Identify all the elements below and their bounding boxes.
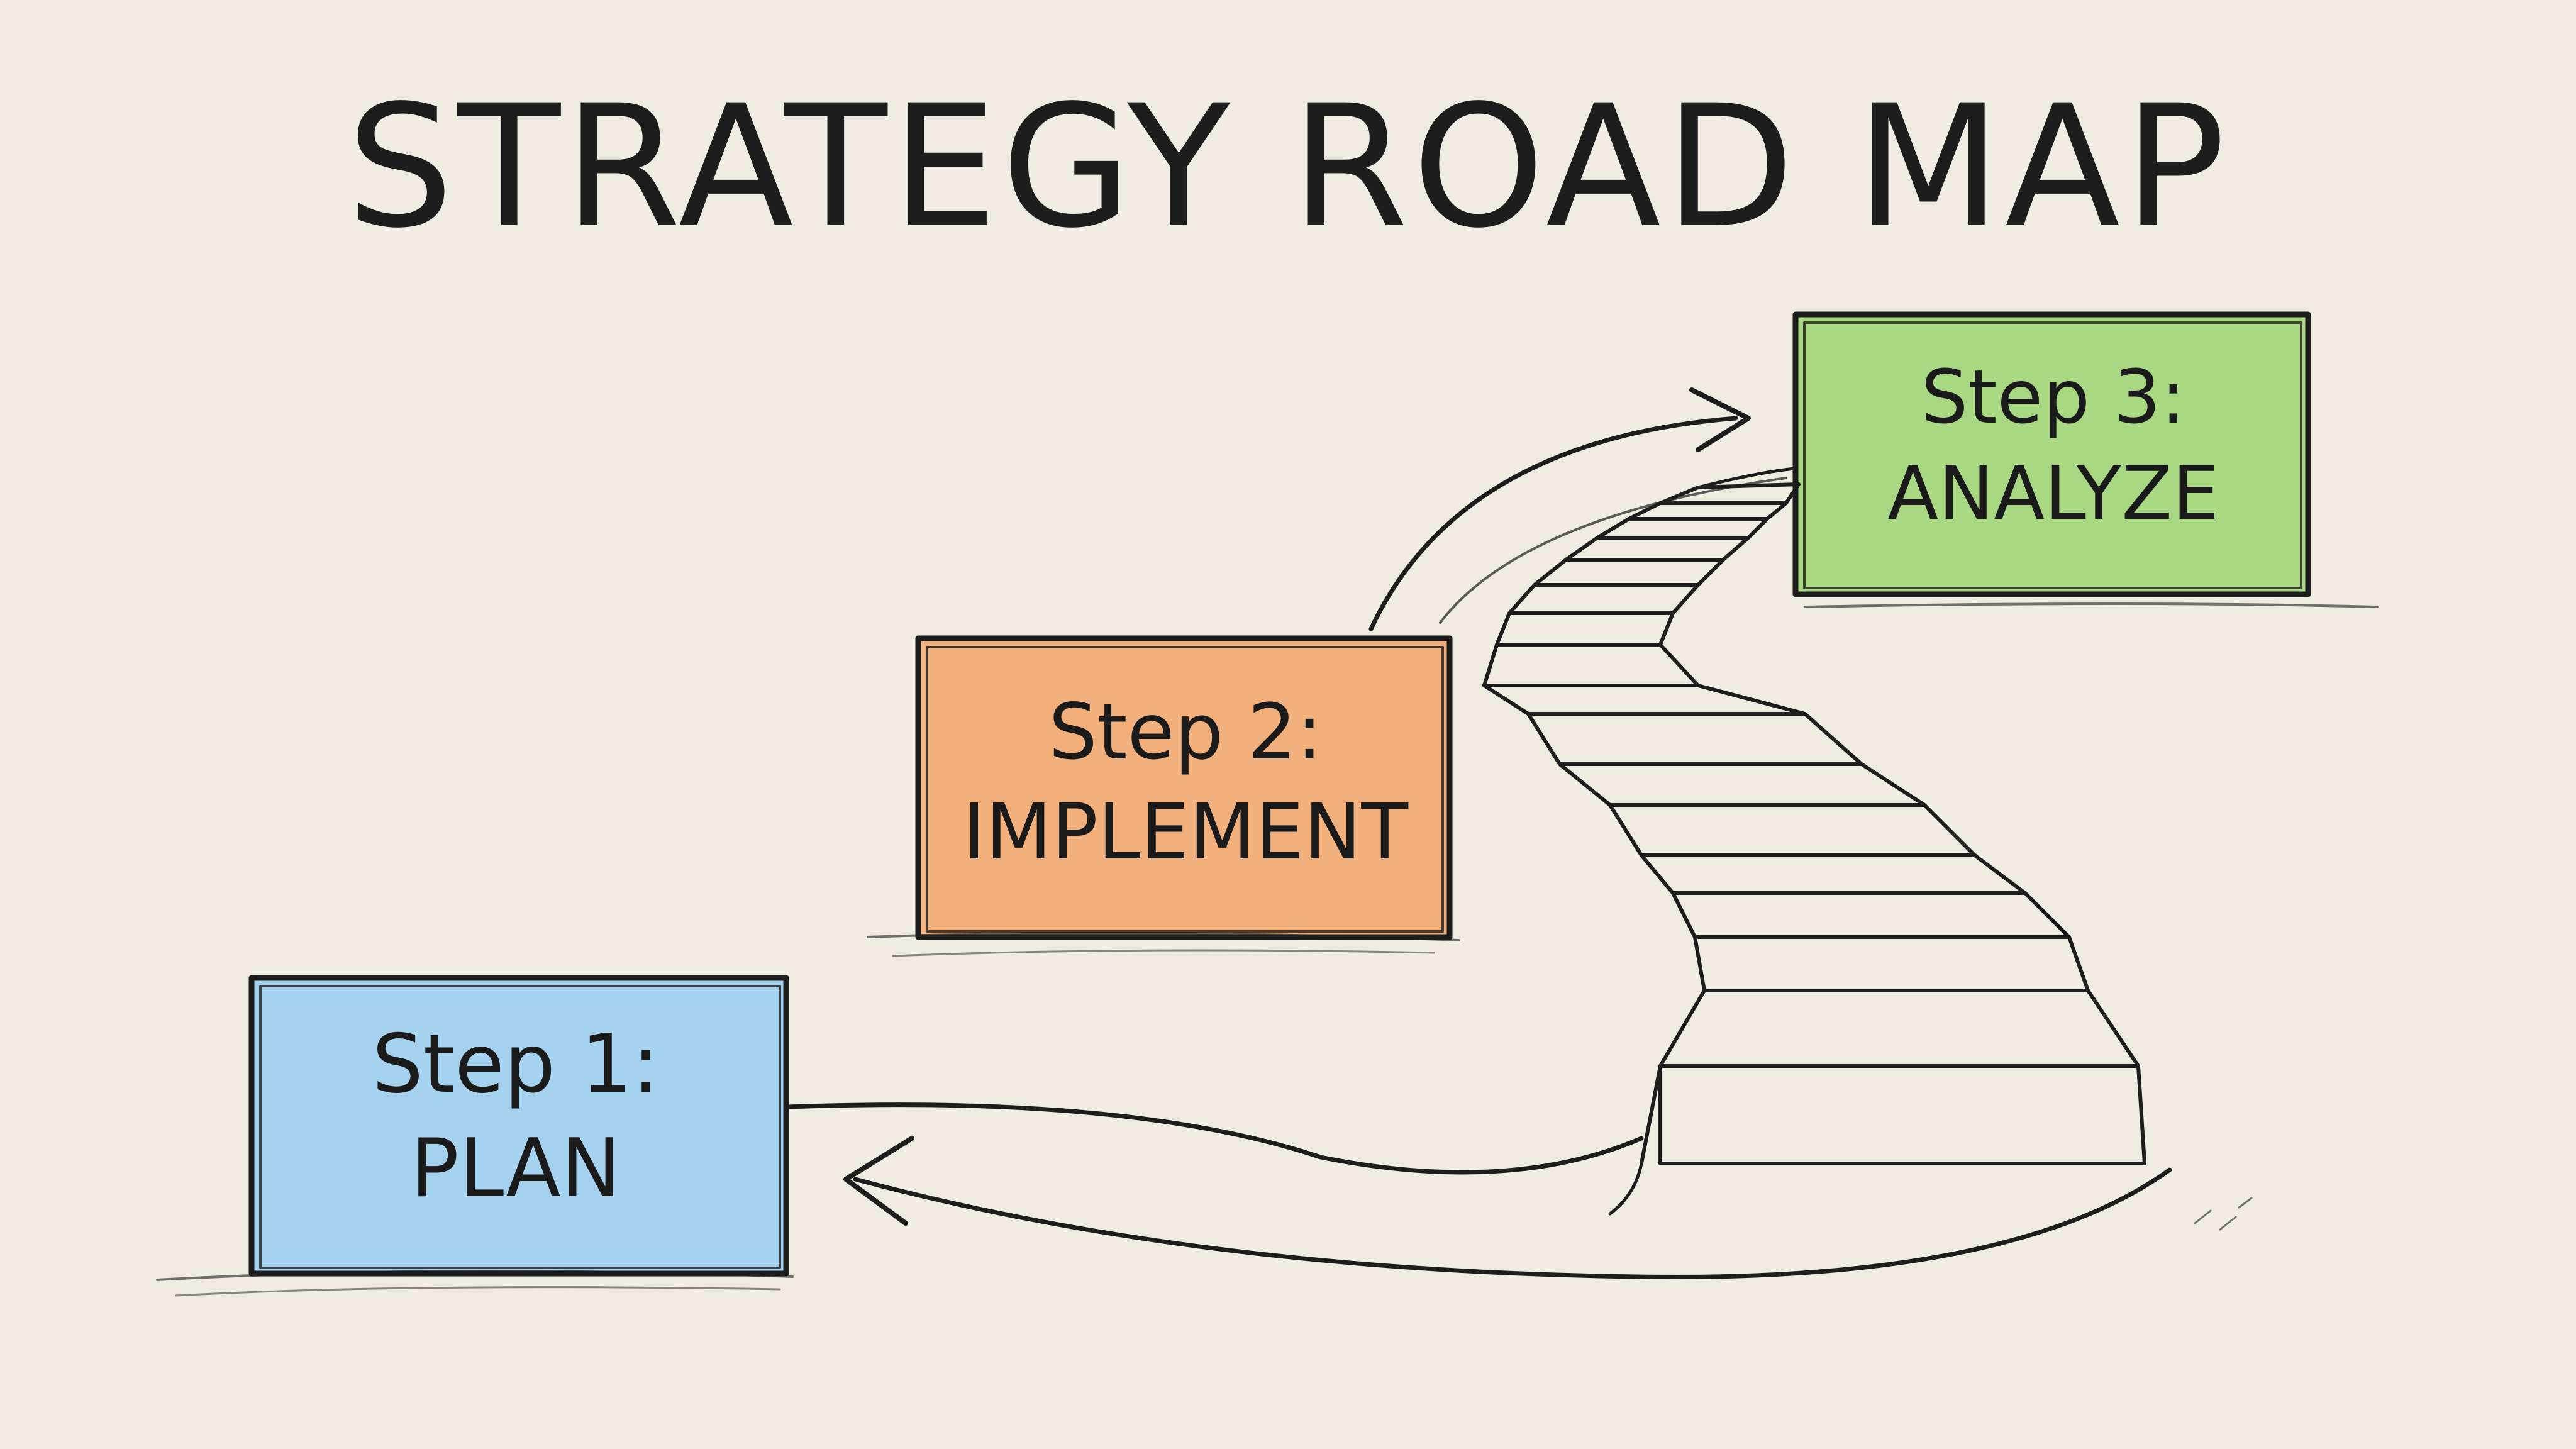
stair-step <box>1693 935 2090 992</box>
step-label-plan: Step 1: PLAN <box>255 1013 777 1222</box>
step-name: IMPLEMENT <box>963 787 1408 877</box>
step-label-analyze: Step 3: ANALYZE <box>1796 349 2311 542</box>
step-box-analyze <box>1792 311 2379 608</box>
step-name: PLAN <box>410 1122 621 1216</box>
staircase <box>1439 467 2146 1216</box>
step-label-implement: Step 2: IMPLEMENT <box>918 682 1453 882</box>
step-name: ANALYZE <box>1887 450 2219 537</box>
stair-step <box>1658 482 1801 505</box>
stair-step <box>1671 891 2071 939</box>
arrow-step2-to-step3 <box>1368 416 1738 631</box>
step-box-implement-outline <box>915 635 1453 940</box>
stair-step <box>1596 517 1769 540</box>
step-box-implement <box>867 635 1460 957</box>
step-box-plan <box>156 975 794 1297</box>
step-box-implement-fill <box>918 638 1450 937</box>
path-step1-to-stairs <box>787 1102 1644 1175</box>
stair-step <box>1495 611 1675 647</box>
stair-step <box>1608 803 1977 857</box>
return-arrow-to-step1 <box>853 1167 2172 1279</box>
page-title: STRATEGY ROAD MAP <box>347 69 2229 265</box>
stair-step <box>1482 643 1700 687</box>
stair-step <box>1507 583 1700 615</box>
stair-step <box>1627 501 1788 521</box>
stair-step <box>1658 1064 2146 1165</box>
step-box-plan-outline <box>248 975 789 1277</box>
stair-step <box>1658 989 2140 1068</box>
stair-step <box>1564 536 1750 562</box>
step-box-analyze-outline <box>1792 311 2311 597</box>
step-number: Step 1: <box>372 1018 660 1111</box>
arrowhead-step3 <box>1689 387 1751 452</box>
step-box-analyze-fill <box>1796 314 2308 594</box>
step-box-plan-fill <box>252 978 786 1274</box>
step-number: Step 3: <box>1921 353 2186 440</box>
stair-step <box>1640 853 2027 895</box>
stair-step <box>1533 558 1725 587</box>
stair-step <box>1482 684 1807 716</box>
stair-step <box>1526 712 1863 766</box>
step-number: Step 2: <box>1048 687 1323 777</box>
stair-step <box>1558 762 1926 807</box>
return-arrowhead <box>843 1136 914 1226</box>
